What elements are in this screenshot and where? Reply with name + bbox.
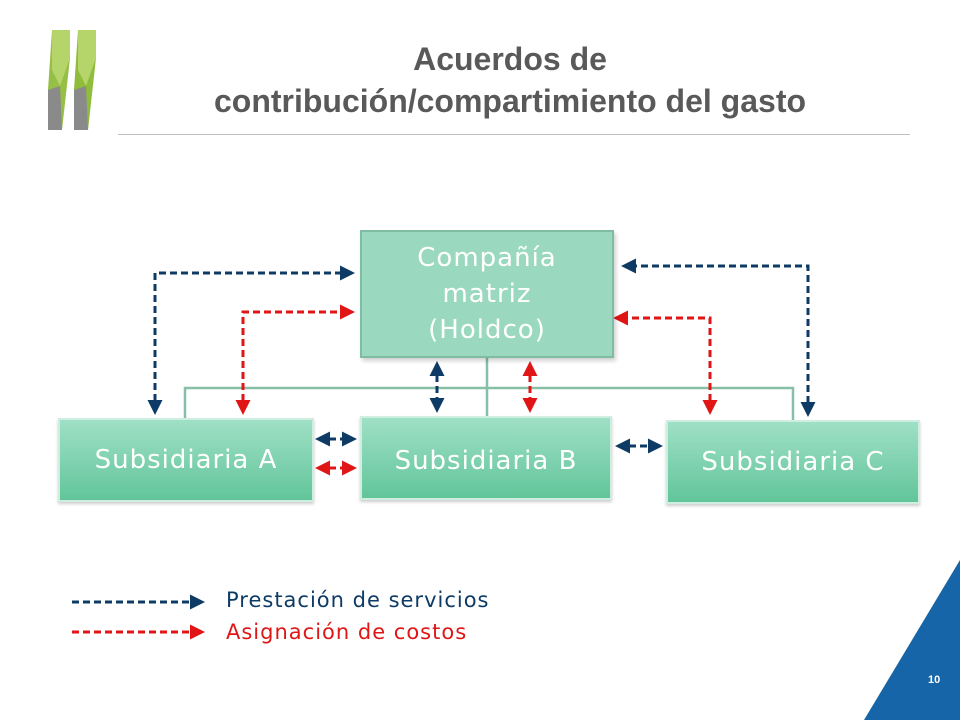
subsidiary-b-box: Subsidiaria B (360, 416, 612, 500)
subsidiary-c-box: Subsidiaria C (666, 420, 920, 504)
cost-arrows (235, 304, 718, 476)
title-line-2: contribución/compartimiento del gasto (213, 83, 807, 119)
cost-arrow-a-holdco (235, 304, 355, 415)
holdco-label-line-1: Compañía (417, 243, 557, 273)
ownership-connectors (183, 358, 795, 420)
corner-triangle-decoration (864, 560, 960, 720)
subsidiary-c-label: Subsidiaria C (701, 447, 885, 477)
subsidiary-a-label: Subsidiaria A (94, 445, 278, 475)
cost-arrow-c-holdco (613, 310, 718, 415)
holdco-label-line-2: matriz (442, 279, 532, 309)
subsidiary-a-box: Subsidiaria A (58, 418, 314, 502)
page-title: Acuerdos de contribución/compartimiento … (110, 38, 910, 122)
title-line-1: Acuerdos de (413, 41, 607, 77)
holdco-label-line-3: (Holdco) (428, 315, 546, 345)
service-arrow-c-holdco (621, 258, 816, 417)
oecd-chevron-logo-icon (48, 30, 96, 130)
legend-cost-label: Asignación de costos (226, 620, 468, 644)
holdco-box: Compañía matriz (Holdco) (360, 230, 614, 358)
legend-arrows (72, 594, 205, 640)
title-divider (118, 134, 910, 135)
page-number: 10 (928, 674, 941, 686)
service-arrows (147, 258, 816, 454)
subsidiary-b-label: Subsidiaria B (394, 446, 578, 476)
service-arrow-a-holdco (147, 265, 355, 415)
legend-service-label: Prestación de servicios (226, 588, 490, 612)
